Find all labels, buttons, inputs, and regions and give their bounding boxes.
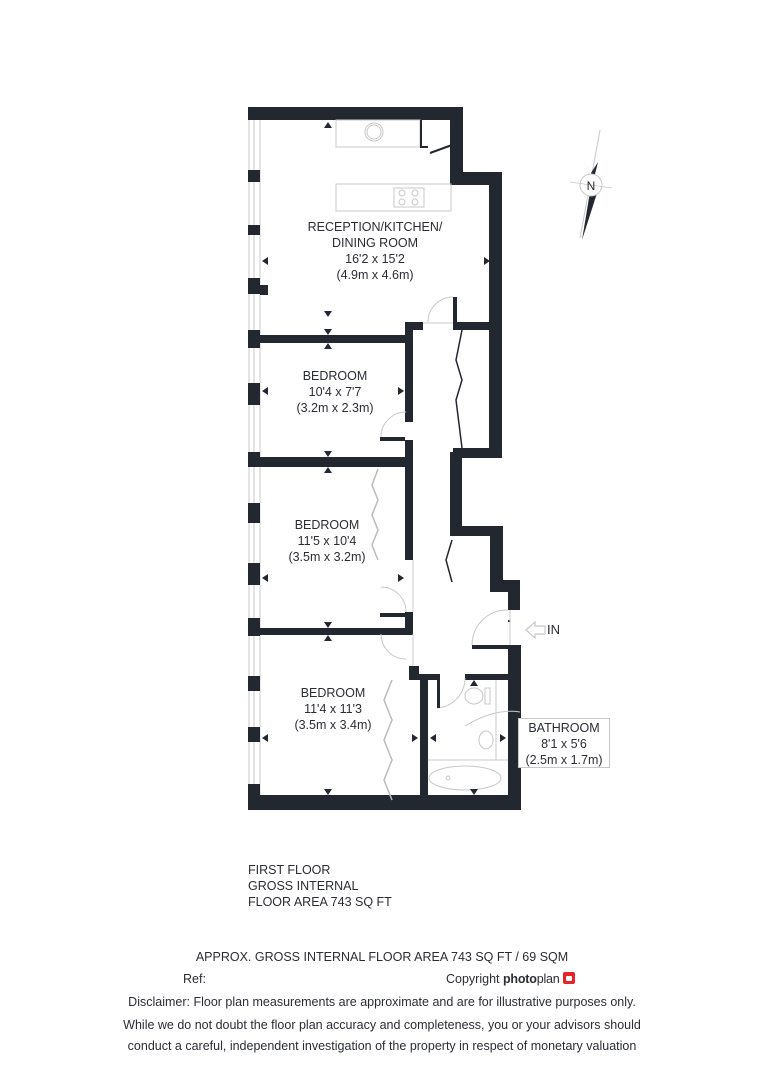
floor-plan: N [248, 107, 613, 810]
room-name: BATHROOM [528, 721, 600, 735]
room-name: BEDROOM [300, 686, 366, 700]
kitchen-fixtures [335, 119, 452, 212]
floor-name: FIRST FLOOR [248, 863, 331, 877]
room-size-imperial: 16'2 x 15'2 [345, 252, 405, 266]
room-size-imperial: 11'5 x 10'4 [297, 534, 357, 548]
brand-light: plan [536, 972, 560, 986]
floor-area-value: FLOOR AREA 743 SQ FT [248, 895, 392, 909]
photoplan-logo-icon [562, 972, 575, 984]
room-label-bedroom-3: BEDROOM 11'4 x 11'3 (3.5m x 3.4m) [273, 685, 393, 733]
bathroom-door-leaf [437, 680, 440, 708]
floor-area-label: GROSS INTERNAL [248, 879, 359, 893]
room-size-metric: (3.2m x 2.3m) [296, 401, 374, 415]
copyright-label: Copyright [446, 972, 500, 986]
bathroom-fixtures [428, 680, 521, 791]
doors [380, 296, 511, 709]
room-name: DINING ROOM [331, 236, 419, 250]
room-size-metric: (2.5m x 1.7m) [525, 753, 603, 767]
disclaimer-line-3: conduct a careful, independent investiga… [127, 1039, 637, 1053]
floor-info: FIRST FLOOR GROSS INTERNAL FLOOR AREA 74… [248, 862, 392, 910]
wardrobe-doors [371, 329, 463, 801]
disclaimer-line-2: While we do not doubt the floor plan acc… [123, 1018, 641, 1032]
room-label-bedroom-2: BEDROOM 11'5 x 10'4 (3.5m x 3.2m) [267, 517, 387, 565]
walls [248, 107, 521, 810]
kitchen-cupboard [420, 120, 453, 154]
room-label-reception: RECEPTION/KITCHEN/ DINING ROOM 16'2 x 15… [290, 219, 460, 283]
entrance-arrow-icon [525, 620, 546, 640]
room-size-imperial: 8'1 x 5'6 [541, 737, 587, 751]
dimension-markers [262, 122, 506, 795]
brand-bold: photo [502, 972, 537, 986]
brand-logo-text: photoplan [503, 972, 560, 986]
entrance-label: IN [547, 622, 560, 637]
room-size-metric: (3.5m x 3.2m) [288, 550, 366, 564]
total-area: APPROX. GROSS INTERNAL FLOOR AREA 743 SQ… [195, 950, 569, 964]
copyright: Copyright photoplan [446, 972, 575, 986]
room-size-imperial: 10'4 x 7'7 [308, 385, 362, 399]
room-name: BEDROOM [302, 369, 368, 383]
reference-label: Ref: [183, 972, 206, 986]
room-label-bathroom: BATHROOM 8'1 x 5'6 (2.5m x 1.7m) [518, 718, 610, 768]
room-size-metric: (4.9m x 4.6m) [336, 268, 414, 282]
north-arrow-icon: N [569, 129, 613, 240]
room-name: BEDROOM [294, 518, 360, 532]
svg-text:N: N [587, 179, 596, 193]
room-size-metric: (3.5m x 3.4m) [294, 718, 372, 732]
disclaimer-line-1: Disclaimer: Floor plan measurements are … [128, 995, 636, 1009]
room-size-imperial: 11'4 x 11'3 [304, 702, 362, 716]
room-name: RECEPTION/KITCHEN/ [307, 220, 443, 234]
room-label-bedroom-1: BEDROOM 10'4 x 7'7 (3.2m x 2.3m) [275, 368, 395, 416]
